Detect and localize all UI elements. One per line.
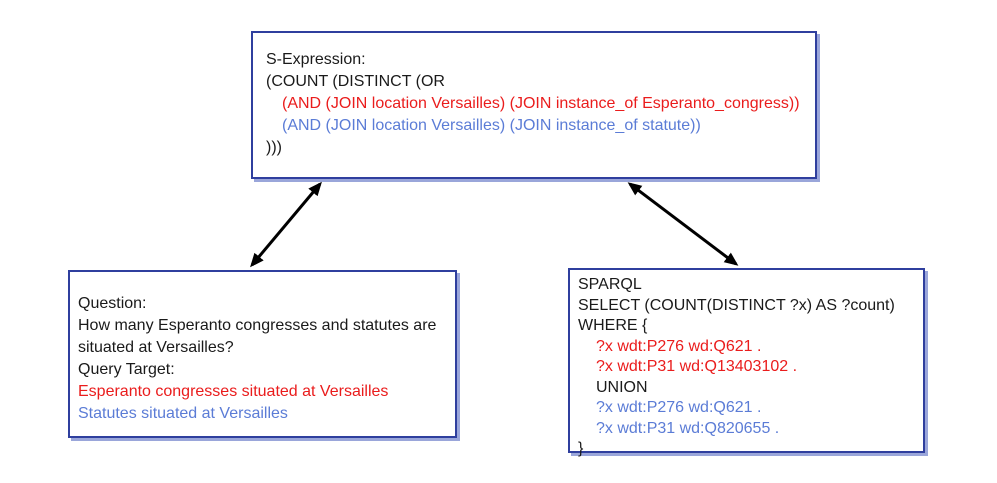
sparql-blue-triple-1: ?x wdt:P276 wd:Q621 . [596, 399, 762, 416]
sparql-select-line: SELECT (COUNT(DISTINCT ?x) AS ?count) [578, 296, 895, 314]
s-expression-and-red: (AND (JOIN location Versailles) (JOIN in… [282, 95, 800, 112]
question-box: Question: How many Esperanto congresses … [68, 270, 457, 438]
double-headed-arrow-left [250, 181, 322, 268]
query-target-blue: Statutes situated at Versailles [78, 405, 288, 422]
sparql-close-brace: } [578, 440, 584, 457]
s-expression-title: S-Expression: [266, 51, 366, 68]
s-expression-and-blue: (AND (JOIN location Versailles) (JOIN in… [282, 117, 701, 134]
query-target-label: Query Target: [78, 361, 175, 378]
s-expression-open: (COUNT (DISTINCT (OR [266, 73, 445, 90]
sparql-blue-triple-2: ?x wdt:P31 wd:Q820655 . [596, 419, 780, 437]
sparql-union-line: UNION [596, 378, 648, 396]
double-headed-arrow-right [627, 182, 739, 266]
question-text: How many Esperanto congresses and statut… [78, 317, 437, 356]
question-label: Question: [78, 295, 147, 312]
sparql-red-triple-1: ?x wdt:P276 wd:Q621 . [596, 337, 762, 355]
s-expression-close: ))) [266, 139, 282, 156]
s-expression-box: S-Expression: (COUNT (DISTINCT (OR (AND … [251, 31, 817, 179]
sparql-red-triple-2: ?x wdt:P31 wd:Q13403102 . [596, 358, 798, 375]
sparql-box: SPARQL SELECT (COUNT(DISTINCT ?x) AS ?co… [568, 268, 925, 457]
sparql-where-line: WHERE { [578, 317, 648, 334]
query-target-red: Esperanto congresses situated at Versail… [78, 383, 389, 400]
sparql-label: SPARQL [578, 276, 642, 293]
